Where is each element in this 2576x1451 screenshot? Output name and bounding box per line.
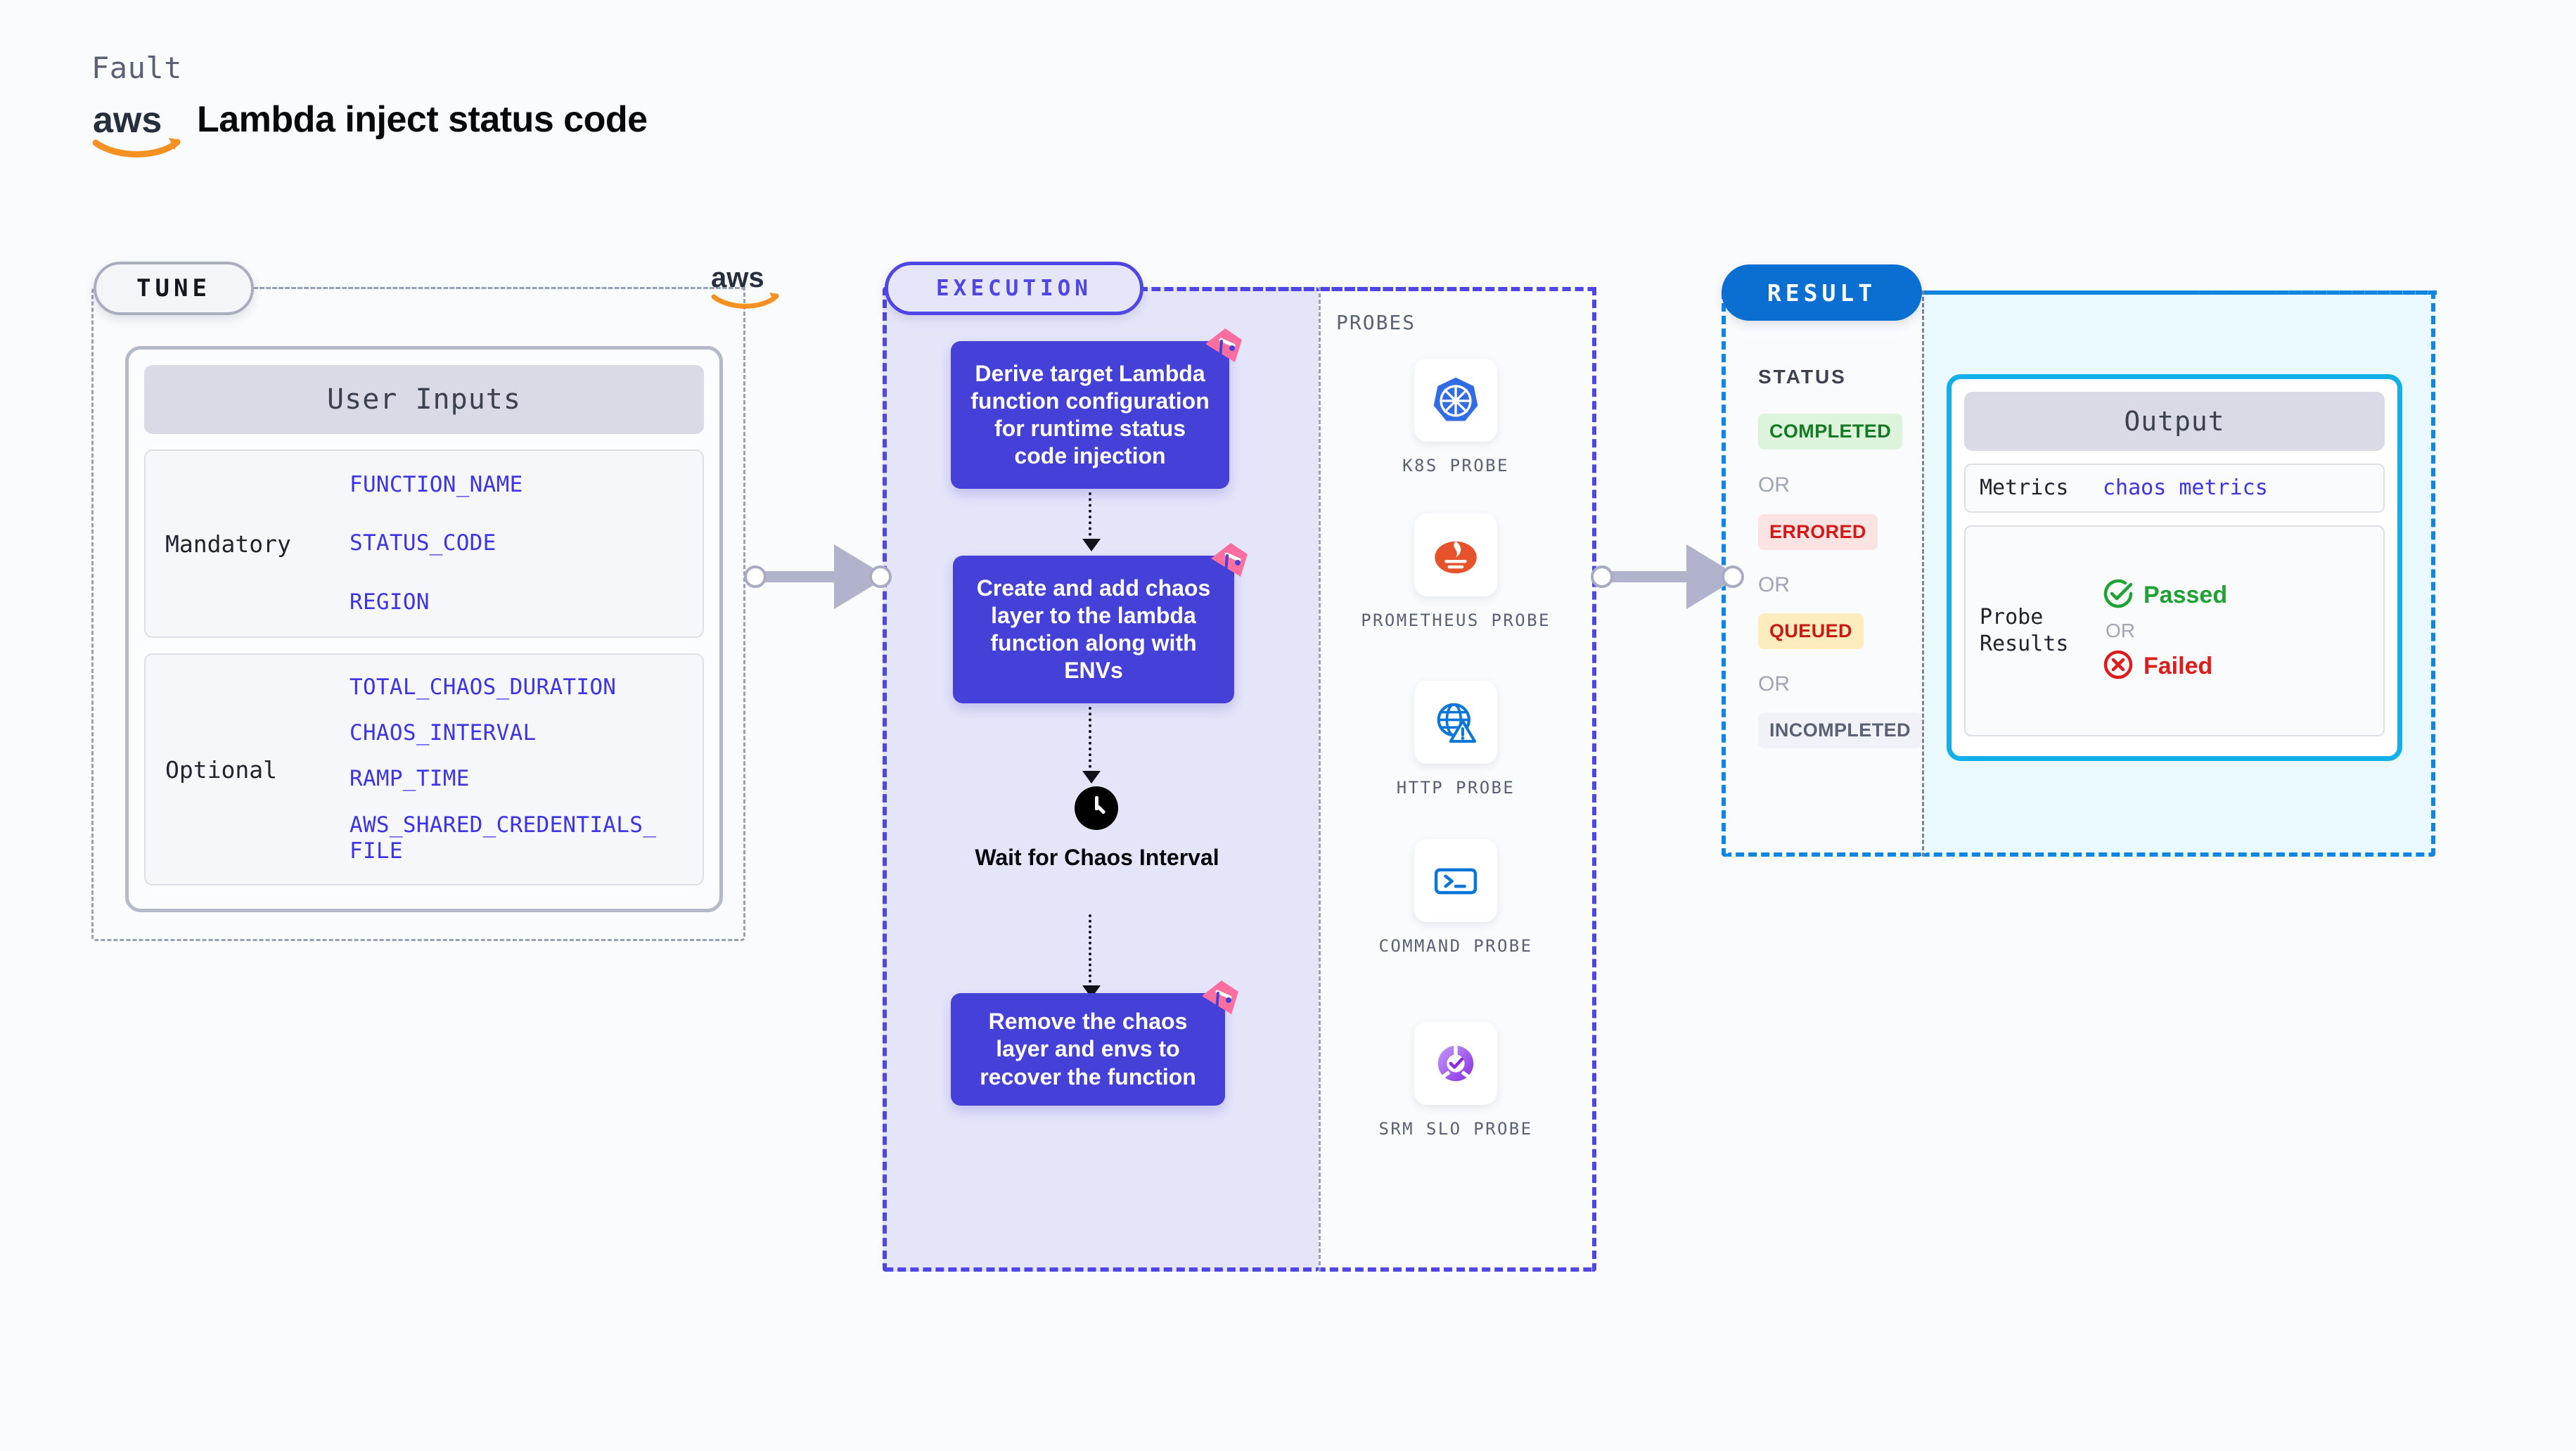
execution-step-2[interactable]: Create and add chaos layer to the lambda… [953, 556, 1234, 703]
tune-section-pill[interactable]: TUNE [94, 262, 254, 315]
param-ramp-time: RAMP_TIME [350, 766, 470, 792]
execution-section-pill[interactable]: EXECUTION [885, 262, 1143, 315]
probes-section-boundary [1319, 287, 1596, 1272]
clock-icon [1075, 786, 1118, 830]
probe-command-label: COMMAND PROBE [1378, 936, 1533, 956]
tune-aws-logo-icon: aws [710, 260, 781, 311]
http-globe-icon [1414, 681, 1497, 764]
tune-boundary-lead [253, 287, 745, 289]
optional-param-group: Optional TOTAL_CHAOS_DURATION CHAOS_INTE… [144, 653, 704, 886]
param-aws-shared-credentials-file: AWS_SHARED_CREDENTIALS_ FILE [350, 812, 657, 864]
kubernetes-icon [1414, 359, 1497, 442]
status-badge-completed: COMPLETED [1758, 414, 1903, 449]
terminal-icon [1414, 839, 1497, 922]
status-or-2: OR [1758, 573, 1790, 596]
status-or-1: OR [1758, 473, 1790, 497]
status-title: STATUS [1758, 366, 1847, 388]
passed-label: Passed [2144, 581, 2228, 608]
output-row-probe-results: Probe Results Passed OR [1964, 525, 2385, 736]
metrics-key: Metrics [1980, 475, 2069, 500]
flow-arrow-1 [1082, 492, 1101, 551]
probes-title: PROBES [1336, 311, 1416, 334]
execution-boundary-lead [1139, 287, 1596, 291]
result-output-divider [1922, 290, 1924, 857]
check-circle-icon [2103, 578, 2134, 613]
optional-label: Optional [165, 755, 277, 784]
user-inputs-title: User Inputs [144, 365, 704, 434]
probe-srm-slo-label: SRM SLO PROBE [1378, 1119, 1533, 1139]
connector-execution-to-result [1591, 535, 1745, 619]
probe-prometheus[interactable]: PROMETHEUS PROBE [1350, 513, 1561, 632]
litmus-flag-icon [1210, 542, 1249, 578]
probe-command[interactable]: COMMAND PROBE [1350, 839, 1561, 957]
param-function-name: FUNCTION_NAME [350, 472, 523, 498]
param-status-code: STATUS_CODE [350, 530, 496, 556]
output-card: Output Metrics chaos metrics Probe Resul… [1947, 374, 2402, 761]
probe-prometheus-label: PROMETHEUS PROBE [1361, 611, 1551, 630]
probe-result-passed: Passed [2103, 578, 2369, 613]
status-badge-queued: QUEUED [1758, 613, 1864, 649]
status-or-3: OR [1758, 672, 1790, 696]
result-boundary-lead [1920, 290, 2437, 295]
litmus-flag-icon [1204, 327, 1243, 364]
execution-probes-divider [1319, 287, 1321, 1272]
probe-http[interactable]: HTTP PROBE [1350, 681, 1561, 799]
litmus-flag-icon [1200, 979, 1240, 1016]
metrics-value: chaos metrics [2103, 475, 2268, 501]
prometheus-icon [1414, 513, 1497, 596]
x-circle-icon [2103, 649, 2134, 684]
aws-logo-icon: aws [91, 98, 183, 159]
connector-tune-to-execution [744, 535, 892, 619]
probe-result-or: OR [2106, 619, 2135, 641]
svg-text:aws: aws [711, 262, 764, 293]
failed-label: Failed [2144, 652, 2213, 679]
result-section-boundary [1722, 290, 1922, 857]
mandatory-label: Mandatory [165, 530, 291, 558]
execution-step-1[interactable]: Derive target Lambda function configurat… [951, 341, 1229, 489]
page-title: Lambda inject status code [197, 99, 648, 140]
flow-arrow-2 [1082, 707, 1101, 784]
page-eyebrow: Fault [91, 51, 182, 85]
wait-for-chaos-interval-label: Wait for Chaos Interval [975, 845, 1219, 870]
status-badge-incompleted: INCOMPLETED [1758, 712, 1922, 748]
probe-srm-slo[interactable]: SRM SLO PROBE [1350, 1022, 1561, 1140]
svg-text:aws: aws [93, 100, 162, 141]
param-total-chaos-duration: TOTAL_CHAOS_DURATION [350, 675, 617, 701]
flow-arrow-3 [1082, 914, 1101, 998]
probe-k8s[interactable]: K8S PROBE [1350, 359, 1561, 477]
user-inputs-card: User Inputs Mandatory FUNCTION_NAME STAT… [125, 346, 723, 912]
result-section-pill[interactable]: RESULT [1722, 264, 1922, 321]
param-region: REGION [350, 589, 430, 615]
status-badge-errored: ERRORED [1758, 514, 1878, 550]
srm-slo-icon [1414, 1022, 1497, 1105]
param-chaos-interval: CHAOS_INTERVAL [350, 720, 537, 746]
output-card-title: Output [1964, 392, 2385, 451]
probe-results-key: Probe Results [1980, 605, 2069, 656]
output-row-metrics: Metrics chaos metrics [1964, 464, 2385, 513]
execution-step-3[interactable]: Remove the chaos layer and envs to recov… [951, 993, 1225, 1106]
mandatory-param-group: Mandatory FUNCTION_NAME STATUS_CODE REGI… [144, 449, 704, 638]
probe-http-label: HTTP PROBE [1396, 778, 1516, 798]
probe-result-failed: Failed [2103, 649, 2369, 684]
probe-k8s-label: K8S PROBE [1402, 456, 1509, 475]
